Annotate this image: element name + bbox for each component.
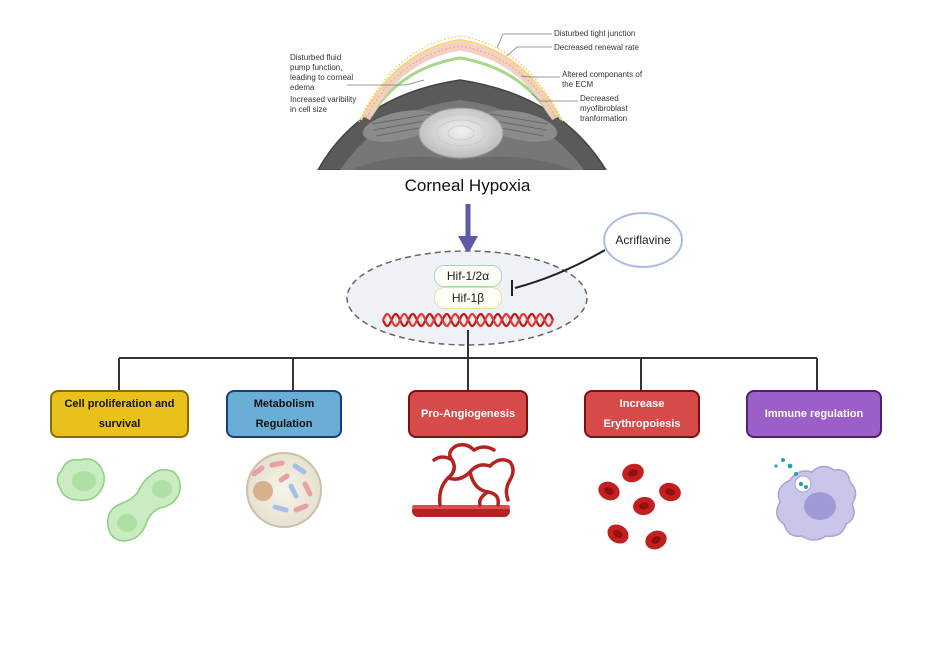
annotation-ecm: Altered componants of the ECM xyxy=(562,70,643,89)
hif-beta-pill: Hif-1β xyxy=(434,287,502,309)
red-blood-cell-center xyxy=(604,487,614,495)
acriflavine-label: Acriflavine xyxy=(615,233,671,247)
hif-alpha-pill: Hif-1/2α xyxy=(434,265,502,287)
red-blood-cell-center xyxy=(665,488,675,496)
outcome-label: Immune regulation xyxy=(764,408,864,420)
inhibition-line xyxy=(514,249,606,289)
proliferating-cells-icon xyxy=(56,458,181,542)
outcome-label: Increase Erythropoiesis xyxy=(603,398,681,430)
red-blood-cell-center xyxy=(613,530,623,538)
annotation-myofibroblast: Decreased myofibroblast tranformation xyxy=(580,94,628,123)
eye-cross-section-icon xyxy=(317,35,607,170)
annotation-cell-size: Increased varibility in cell size xyxy=(290,95,357,114)
annotation-pump-function: Disturbed fluid pump function, leading t… xyxy=(290,53,354,92)
red-blood-cell-center xyxy=(651,536,661,544)
outcome-label: Pro-Angiogenesis xyxy=(420,408,516,420)
red-blood-cell-center xyxy=(639,502,649,510)
page-title: Corneal Hypoxia xyxy=(404,176,531,195)
red-blood-cell-center xyxy=(628,469,638,477)
outcome-metabolism-regulation: Metabolism Regulation xyxy=(226,390,342,438)
dna-helix-icon xyxy=(382,312,554,328)
outcome-label: Cell proliferation and survival xyxy=(64,398,175,430)
acriflavine-node: Acriflavine xyxy=(603,212,683,268)
outcome-immune-regulation: Immune regulation xyxy=(746,390,882,438)
outcome-label: Metabolism Regulation xyxy=(253,398,315,430)
hypoxia-arrow-icon xyxy=(458,204,478,254)
cell-organelles-icon xyxy=(246,452,322,528)
tree-connectors xyxy=(118,330,818,390)
red-blood-cells-icon xyxy=(598,463,681,550)
macrophage-icon xyxy=(774,458,857,541)
blood-vessel-icon xyxy=(412,442,515,517)
annotation-renewal-rate: Decreased renewal rate xyxy=(554,43,639,52)
outcome-erythropoiesis: Increase Erythropoiesis xyxy=(584,390,700,438)
eye-annotation-leaders xyxy=(347,33,578,102)
outcome-pro-angiogenesis: Pro-Angiogenesis xyxy=(408,390,528,438)
annotation-tight-junction: Disturbed tight junction xyxy=(554,29,636,38)
outcome-cell-proliferation: Cell proliferation and survival xyxy=(50,390,189,438)
